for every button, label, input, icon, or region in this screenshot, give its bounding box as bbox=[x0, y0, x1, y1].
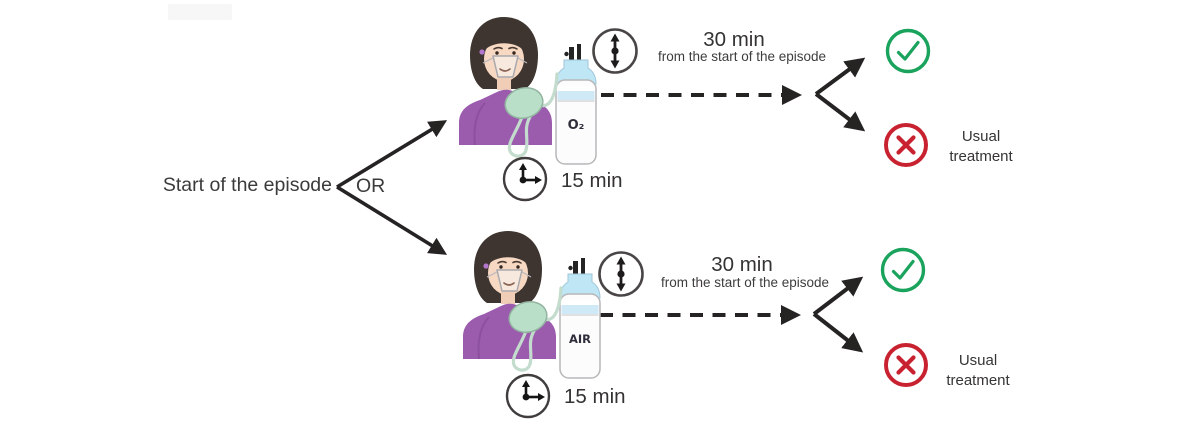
check-circle-icon bbox=[880, 247, 926, 293]
duration-value: 30 min bbox=[711, 253, 773, 276]
or-label: OR bbox=[356, 175, 386, 197]
cross-circle-icon bbox=[884, 123, 928, 167]
tank-label-air: AIR bbox=[569, 332, 591, 346]
session-length-label: 15 min bbox=[564, 385, 626, 408]
start-of-episode-label: Start of the episode bbox=[162, 174, 332, 196]
check-circle-icon bbox=[885, 28, 931, 74]
watermark-remnant bbox=[168, 4, 232, 20]
duration-caption: from the start of the episode bbox=[660, 275, 830, 290]
duration-caption: from the start of the episode bbox=[657, 49, 827, 64]
patient-illustration bbox=[459, 17, 596, 164]
tank-label-oxygen: O₂ bbox=[568, 118, 585, 133]
patient-air-mask-illustration: AIR bbox=[456, 224, 606, 379]
duration-value: 30 min bbox=[703, 28, 765, 51]
elapsed-time-icon bbox=[592, 28, 638, 74]
cross-circle-icon bbox=[884, 343, 928, 387]
usual-treatment-label: Usual treatment bbox=[946, 352, 1010, 389]
stopwatch-icon bbox=[505, 373, 551, 419]
outcome-split-arrows-oxygen bbox=[814, 57, 866, 132]
session-length-label: 15 min bbox=[561, 169, 623, 192]
patient-illustration bbox=[463, 231, 600, 378]
usual-treatment-label: Usual treatment bbox=[949, 128, 1013, 165]
stopwatch-icon bbox=[502, 156, 548, 202]
or-branch-arrows bbox=[336, 120, 448, 255]
patient-oxygen-mask-illustration: O₂ bbox=[452, 10, 602, 165]
elapsed-time-icon bbox=[598, 251, 644, 297]
